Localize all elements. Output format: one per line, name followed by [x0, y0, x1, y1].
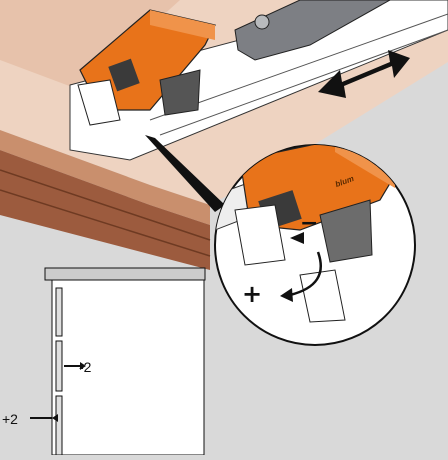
zoom-detail	[214, 144, 416, 346]
pointer-arrowhead	[290, 232, 304, 244]
orange-coupling-small	[77, 9, 216, 126]
zoom-clip-gray	[319, 199, 373, 263]
clip-gray	[159, 69, 201, 116]
rotation-arrowhead	[280, 288, 293, 302]
minus-sign: −	[300, 211, 319, 236]
clip-white	[77, 79, 121, 126]
gray-part-screw	[254, 14, 270, 30]
adjust-wheel	[108, 58, 140, 92]
cabinet-front-upper	[55, 287, 63, 337]
cabinet-side-view	[30, 267, 206, 456]
adjust-arrowhead-left	[52, 414, 58, 422]
adjust-label-plus-2: +2	[2, 411, 18, 427]
orange-housing-top	[150, 10, 215, 40]
wood-groove	[0, 169, 211, 241]
adjust-label-minus-2: -2	[79, 359, 92, 375]
countertop-edge	[0, 130, 210, 225]
double-arrow-shape	[318, 50, 410, 98]
gray-part-body	[234, 0, 392, 61]
cabinet-body	[51, 279, 205, 456]
runner-body	[69, 0, 448, 161]
zoom-pointer	[145, 135, 225, 212]
zoom-clip-white	[234, 204, 286, 266]
wood-side-panel	[0, 150, 211, 270]
adjust-arrowhead-right	[80, 362, 86, 370]
cabinet-front-lower	[55, 395, 63, 456]
plus-sign: +	[242, 280, 263, 308]
runner-line	[149, 13, 448, 121]
cabinet-front-middle	[55, 340, 63, 392]
wood-groove	[0, 189, 211, 257]
drawer-runner	[69, 0, 448, 161]
double-headed-arrow-icon	[318, 50, 410, 98]
cabinet-top-panel	[44, 267, 206, 281]
rotation-arrow-icon	[280, 232, 323, 302]
rotation-arc	[289, 251, 323, 297]
runner-line	[159, 29, 448, 136]
gray-runner-part	[234, 0, 392, 61]
zoom-lower-clip	[299, 269, 346, 323]
zoom-orange-top	[335, 145, 395, 188]
